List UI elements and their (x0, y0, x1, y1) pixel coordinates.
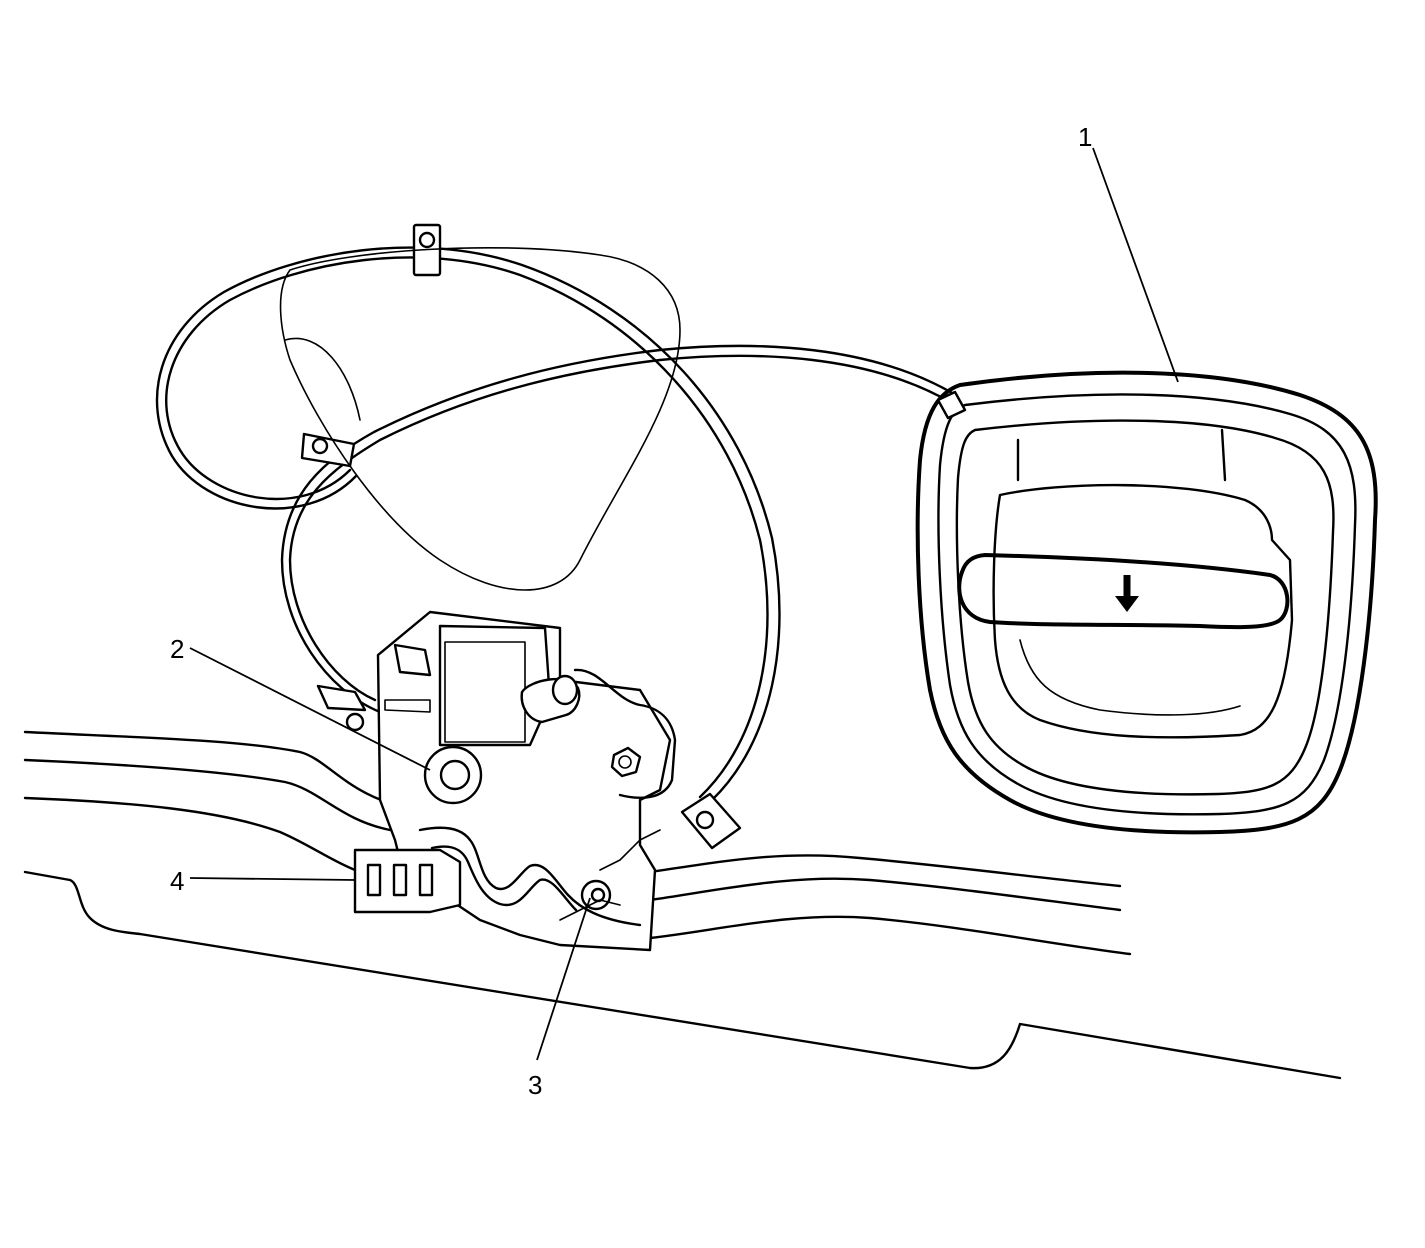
electrical-connector (353, 848, 462, 914)
outside-handle-assembly (915, 370, 1378, 835)
leader-3 (536, 897, 591, 1061)
callout-3: 3 (528, 1070, 542, 1100)
release-cable (155, 223, 956, 802)
body-panel (23, 730, 1342, 1080)
callout-4: 4 (170, 866, 184, 896)
leader-lines (189, 147, 1179, 1061)
leader-4 (189, 877, 356, 881)
panel-cutout (279, 246, 681, 591)
callout-2: 2 (170, 634, 184, 664)
leader-1 (1092, 147, 1179, 383)
callout-1: 1 (1078, 122, 1092, 152)
leader-2 (189, 647, 431, 771)
